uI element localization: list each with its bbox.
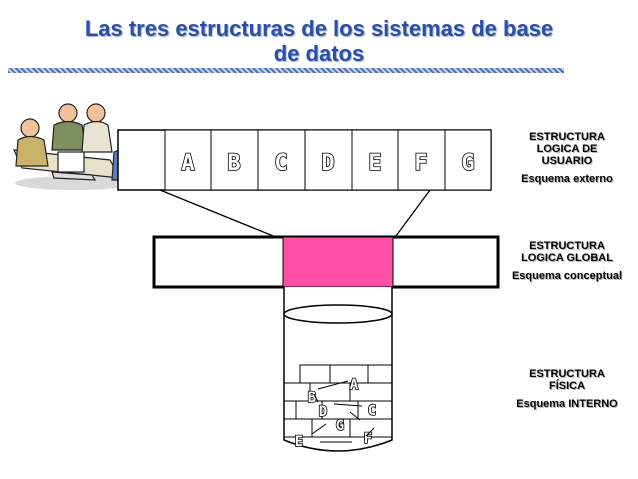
level-name-line: FÍSICA bbox=[548, 380, 586, 392]
external-level-label: ESTRUCTURA LOGICA DE USUARIO Esquema ext… bbox=[502, 131, 632, 185]
physical-level-label: ESTRUCTURA FÍSICA Esquema INTERNO bbox=[502, 368, 632, 410]
external-cell bbox=[397, 129, 446, 191]
level-name-line: ESTRUCTURA bbox=[529, 368, 605, 380]
physical-letter: G bbox=[336, 418, 344, 434]
external-letter: C bbox=[274, 151, 287, 176]
conceptual-highlight bbox=[282, 236, 394, 288]
external-cell bbox=[304, 129, 353, 191]
external-letter: B bbox=[227, 151, 240, 176]
physical-letter: E bbox=[295, 434, 303, 450]
external-letter: D bbox=[321, 151, 334, 176]
physical-letter: A bbox=[350, 377, 359, 393]
external-letter: E bbox=[368, 151, 381, 176]
external-letter: A bbox=[181, 151, 194, 176]
internal-schema-label: Esquema INTERNO bbox=[516, 398, 618, 410]
conceptual-level-label: ESTRUCTURA LOGICA GLOBAL Esquema concept… bbox=[502, 240, 632, 282]
level-name-line: LOGICA GLOBAL bbox=[521, 252, 613, 264]
external-cell bbox=[444, 129, 492, 191]
level-name-line: ESTRUCTURA bbox=[529, 131, 605, 143]
slide-title: Las tres estructuras de los sistemas de … bbox=[20, 16, 618, 66]
physical-letter: B bbox=[308, 390, 316, 406]
level-name-line: ESTRUCTURA bbox=[529, 240, 605, 252]
mapping-line-left bbox=[159, 189, 284, 241]
external-schema-row: A B C D E F G bbox=[117, 129, 492, 191]
external-letter: F bbox=[414, 151, 427, 176]
title-underline bbox=[8, 68, 564, 73]
external-cell bbox=[210, 129, 259, 191]
title-line-1: Las tres estructuras de los sistemas de … bbox=[84, 16, 554, 41]
conceptual-schema-bar bbox=[152, 235, 500, 289]
level-name-line: USUARIO bbox=[541, 155, 593, 167]
level-name-line: LOGICA DE bbox=[536, 143, 598, 155]
mapping-line-right bbox=[392, 189, 431, 241]
pointer-arrows bbox=[311, 380, 375, 443]
external-schema-label: Esquema externo bbox=[521, 173, 613, 185]
physical-letter: F bbox=[364, 431, 372, 447]
conceptual-schema-label: Esquema conceptual bbox=[511, 270, 623, 282]
external-cell bbox=[351, 129, 399, 191]
title-line-2: de datos bbox=[273, 41, 365, 66]
physical-letter: C bbox=[368, 403, 376, 419]
external-cell bbox=[257, 129, 306, 191]
people-at-computer-clipart-icon bbox=[13, 103, 145, 190]
physical-storage-cylinder: A B C D E F G bbox=[283, 287, 393, 452]
physical-letter: D bbox=[319, 404, 327, 420]
external-letter: G bbox=[461, 151, 474, 176]
